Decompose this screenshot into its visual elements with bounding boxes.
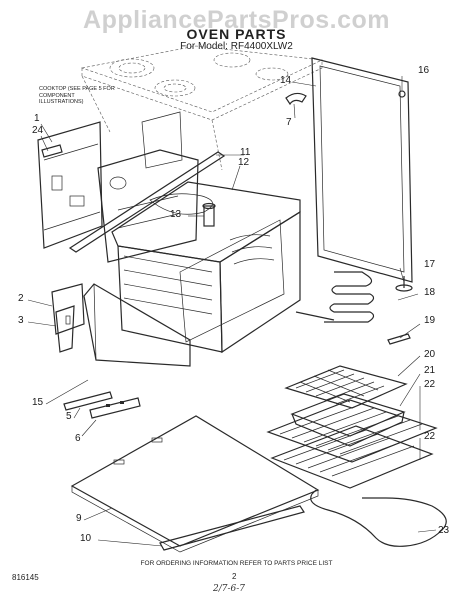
left-front-frame (51, 283, 85, 353)
watermark: AppliancePartsPros.com (83, 6, 390, 34)
ordering-footer: FOR ORDERING INFORMATION REFER TO PARTS … (140, 560, 333, 567)
oven-rack-lower (270, 425, 434, 489)
oven-sensor (202, 202, 216, 227)
callout-10: 10 (80, 533, 92, 544)
callout-18: 18 (424, 287, 436, 298)
callout-6: 6 (75, 433, 81, 444)
oven-rack-upper (266, 399, 438, 463)
callout-13: 13 (170, 209, 182, 220)
page-title: OVEN PARTS (186, 26, 287, 42)
callout-7: 7 (286, 117, 292, 128)
callout-5: 5 (66, 411, 72, 422)
broiler-pan (290, 393, 406, 447)
bracket-4 (41, 144, 63, 158)
callout-14: 14 (280, 75, 292, 86)
broiler-pan-insert (284, 365, 408, 409)
callout-3: 3 (18, 315, 24, 326)
callout-19: 19 (424, 315, 436, 326)
left-side-panel (37, 121, 103, 249)
cooktop-note: COOKTOP (SEE PAGE 5 FOR COMPONENT ILLUST… (39, 86, 115, 105)
callout-21: 21 (424, 365, 436, 376)
callout-22-upper: 22 (424, 379, 436, 390)
handwritten-mark: 2/7-6-7 (213, 584, 246, 594)
leader-lines (27, 76, 437, 547)
callout-24: 24 (32, 125, 44, 136)
callout-12: 12 (238, 157, 250, 168)
clip-7 (285, 92, 307, 106)
rear-panel (311, 57, 413, 283)
callout-15: 15 (32, 397, 44, 408)
callout-16: 16 (418, 65, 430, 76)
door-strip-5 (63, 391, 113, 411)
callout-11: 11 (240, 147, 251, 158)
callout-22-lower: 22 (424, 431, 436, 442)
callout-1: 1 (34, 113, 40, 124)
cooktop-outline (80, 45, 324, 171)
callout-17: 17 (424, 259, 436, 270)
door-strip-6 (89, 397, 141, 419)
terminal-19 (387, 333, 411, 345)
callout-2: 2 (18, 293, 24, 304)
page-number: 2 (232, 572, 237, 581)
callout-20: 20 (424, 349, 436, 360)
insulation-panel (83, 283, 191, 367)
callout-23: 23 (438, 525, 450, 536)
bake-element (310, 489, 447, 547)
broil-element (295, 271, 375, 323)
top-trim-strip (68, 151, 226, 253)
document-number: 816145 (12, 573, 39, 582)
rear-bulkhead (97, 111, 199, 263)
screw-16 (398, 90, 406, 98)
model-subtitle: For Model: RF4400XLW2 (180, 41, 293, 52)
bottom-panel (70, 415, 320, 553)
callout-9: 9 (76, 513, 82, 524)
front-trim (159, 505, 305, 551)
oven-cavity (111, 181, 301, 354)
